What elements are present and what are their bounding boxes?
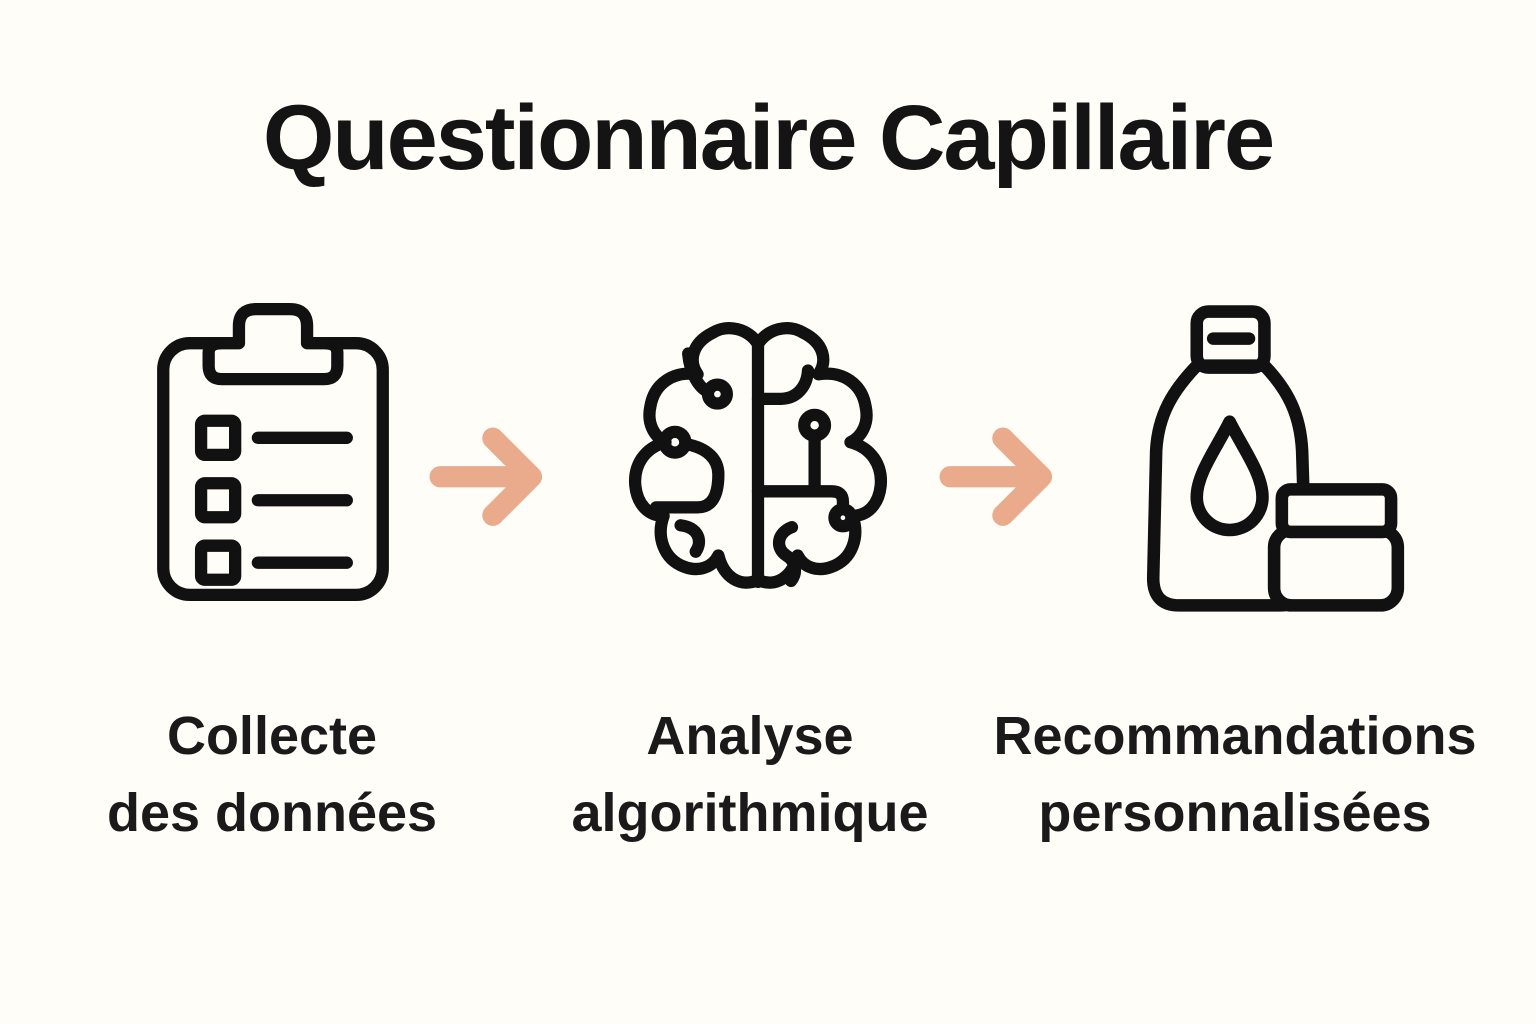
step-label-line2: personnalisées xyxy=(1038,782,1432,843)
step-label-line1: Recommandations xyxy=(993,706,1477,766)
product-bottles-icon xyxy=(1127,298,1427,617)
step-label-line2: algorithmique xyxy=(571,782,929,843)
step-label-recommandations: Recommandations personnalisées xyxy=(993,698,1476,851)
arrow-right-icon xyxy=(938,424,1080,530)
step-label-collecte: Collecte des données xyxy=(107,698,437,851)
arrow-right-icon xyxy=(428,424,570,530)
step-label-line2: des données xyxy=(106,782,438,843)
clipboard-checklist-icon xyxy=(150,295,396,609)
step-label-analyse: Analyse algorithmique xyxy=(571,698,928,851)
page-title: Questionnaire Capillaire xyxy=(262,87,1275,189)
ai-brain-icon xyxy=(607,312,909,614)
step-label-line1: Collecte xyxy=(166,706,378,766)
step-label-line1: Analyse xyxy=(646,706,854,766)
